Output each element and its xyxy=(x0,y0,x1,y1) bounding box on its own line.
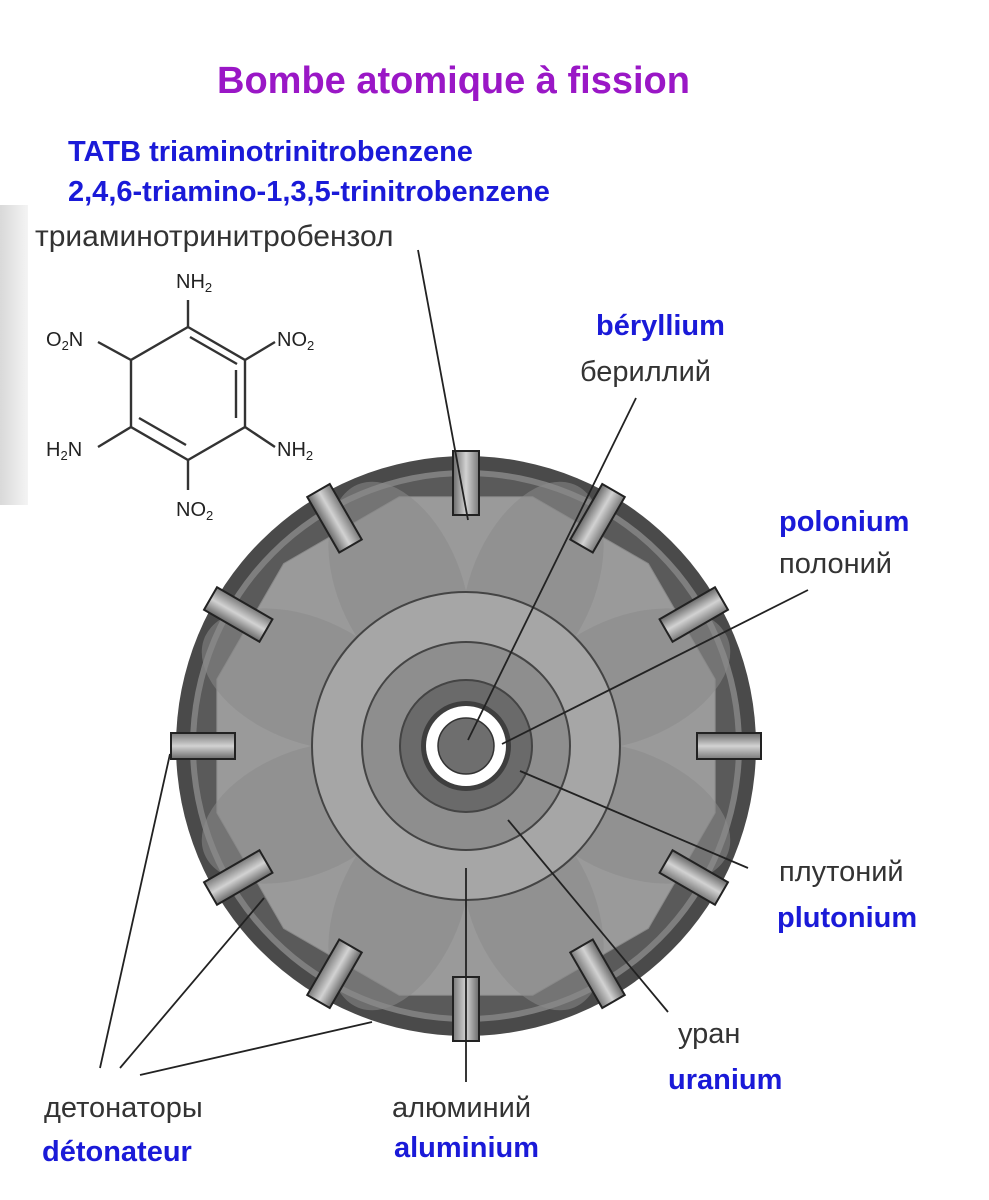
detonator xyxy=(568,938,627,1010)
uranium-label-ru: уран xyxy=(678,1018,741,1050)
beryllium-label-ru: бериллий xyxy=(580,356,711,388)
group-lower-left: H2N xyxy=(46,439,83,463)
page-title: Bombe atomique à fission xyxy=(217,60,690,102)
detonators xyxy=(170,450,762,1042)
detonator xyxy=(568,482,627,554)
detonator-body xyxy=(170,732,236,760)
leader-uranium xyxy=(507,819,669,1013)
benzene-ring-structure xyxy=(97,300,276,490)
detonator-label-fr: détonateur xyxy=(42,1136,192,1168)
beryllium-center xyxy=(437,717,495,775)
detonator xyxy=(658,585,730,644)
leader-plutonium xyxy=(519,770,749,869)
leader-beryllium xyxy=(467,397,637,741)
leader-explosive xyxy=(417,249,469,521)
detonator-body xyxy=(658,848,730,907)
bond-upper-left xyxy=(97,340,132,362)
polonium-label-ru: полоний xyxy=(779,548,892,580)
uranium-label-fr: uranium xyxy=(668,1064,783,1096)
detonator-body xyxy=(305,482,364,554)
header-line-1: TATB triaminotrinitrobenzene xyxy=(68,136,473,168)
bond-lower-left xyxy=(97,425,132,449)
double-bond-3 xyxy=(138,416,187,447)
detonator-body xyxy=(696,732,762,760)
detonator xyxy=(170,732,236,760)
aluminium-label-fr: aluminium xyxy=(394,1132,540,1164)
double-bond-1 xyxy=(189,335,238,366)
detonator xyxy=(202,585,274,644)
leader-detonator-1 xyxy=(99,753,171,1069)
group-upper-right: NO2 xyxy=(277,329,315,353)
group-upper-left: O2N xyxy=(46,329,84,353)
bond-lower-right xyxy=(244,426,276,448)
plutonium-label-ru: плутоний xyxy=(779,856,904,888)
leader-lines xyxy=(99,249,809,1082)
group-top: NH2 xyxy=(176,271,213,295)
detonator xyxy=(658,848,730,907)
detonator-body xyxy=(305,938,364,1010)
plutonium-label-fr: plutonium xyxy=(777,902,918,934)
detonator xyxy=(305,938,364,1010)
detonator-body xyxy=(568,482,627,554)
benzene-hexagon xyxy=(129,325,247,462)
detonator-body xyxy=(568,938,627,1010)
detonator-body xyxy=(658,585,730,644)
detonator xyxy=(202,848,274,907)
detonator xyxy=(305,482,364,554)
explosive-russian-label: триаминотринитробензол xyxy=(35,220,394,253)
leader-detonator-3 xyxy=(139,1021,373,1076)
beryllium-label-fr: béryllium xyxy=(596,310,725,342)
detonator-label-ru: детонаторы xyxy=(44,1092,203,1124)
detonator xyxy=(696,732,762,760)
detonator-body xyxy=(202,848,274,907)
polonium-label-fr: polonium xyxy=(779,506,910,538)
aluminium-label-ru: алюминий xyxy=(392,1092,532,1124)
leader-polonium xyxy=(501,589,809,745)
header-line-2: 2,4,6-triamino-1,3,5-trinitrobenzene xyxy=(68,176,550,208)
group-lower-right: NH2 xyxy=(277,439,314,463)
bond-upper-right xyxy=(244,340,276,362)
scan-edge-shadow xyxy=(0,205,28,505)
group-bottom: NO2 xyxy=(176,499,214,523)
detonator-body xyxy=(202,585,274,644)
leader-detonator-2 xyxy=(119,897,265,1069)
